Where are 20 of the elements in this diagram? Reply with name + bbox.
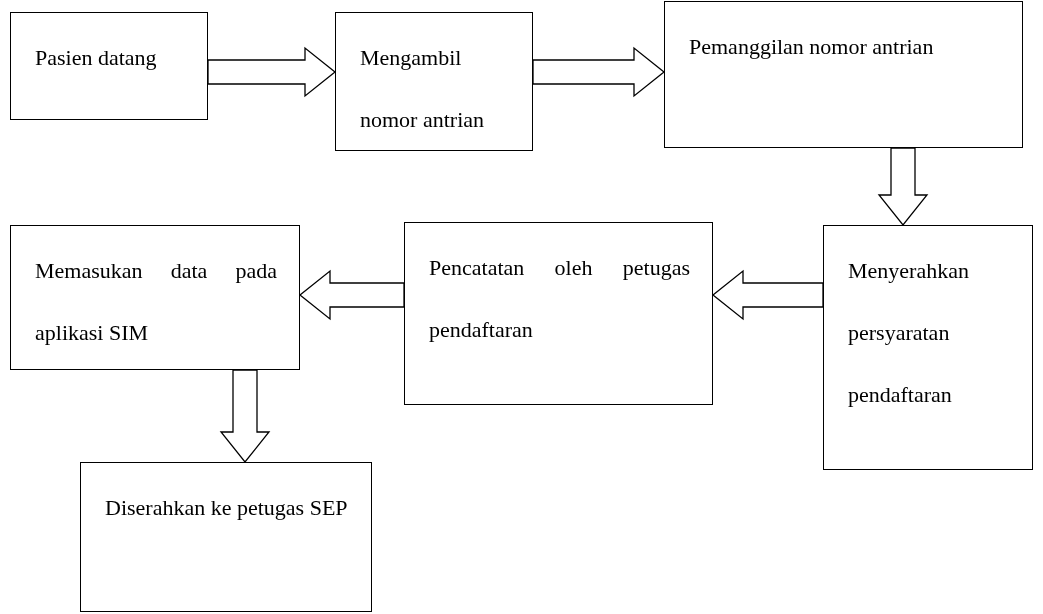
step-label: Pasien datang xyxy=(35,44,158,72)
step-label: Pencatatan oleh petugas pendaftaran xyxy=(429,254,690,344)
block-arrow xyxy=(877,147,929,227)
process-box xyxy=(10,12,208,120)
process-box xyxy=(404,222,713,405)
process-box xyxy=(335,12,533,151)
block-arrow xyxy=(711,269,824,321)
process-box xyxy=(10,225,300,370)
block-arrow xyxy=(298,269,405,321)
block-arrow xyxy=(219,369,271,464)
step-label: Diserahkan ke petugas SEP xyxy=(105,494,349,522)
step-label: Mengambil nomor antrian xyxy=(360,44,486,134)
block-arrow xyxy=(532,46,666,98)
step-label: Memasukan data pada aplikasi SIM xyxy=(35,257,277,347)
step-label: Menyerahkan persyaratan pendaftaran xyxy=(848,257,970,409)
process-box xyxy=(664,1,1023,148)
step-label: Pemanggilan nomor antrian xyxy=(689,33,935,61)
block-arrow xyxy=(207,46,337,98)
process-box xyxy=(80,462,372,612)
process-box xyxy=(823,225,1033,470)
